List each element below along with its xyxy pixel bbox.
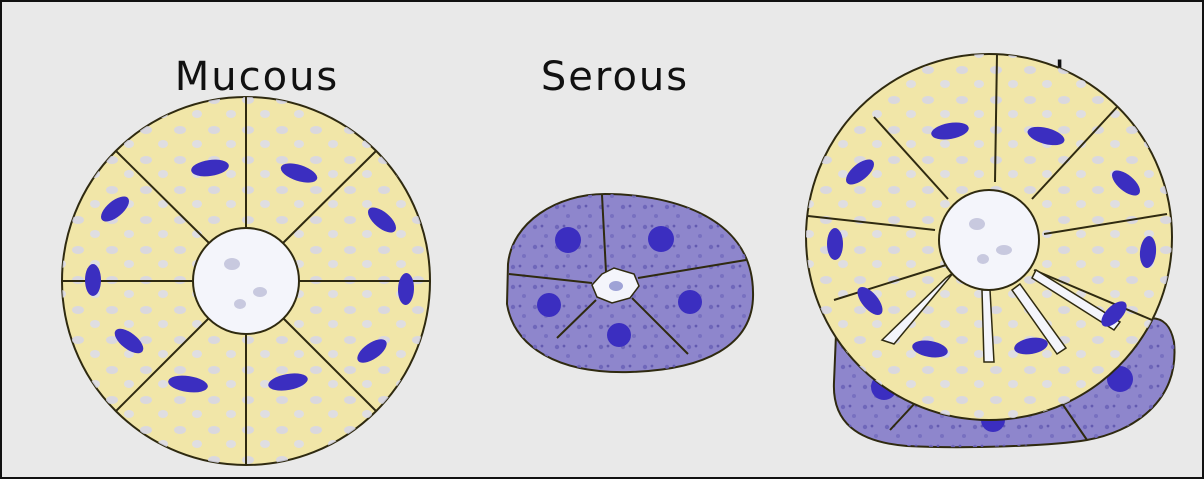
- lumen: [193, 228, 299, 334]
- lumen: [939, 190, 1039, 290]
- serous-acinus: [507, 194, 753, 372]
- mucous-acinus: [62, 97, 430, 465]
- mixed-acinus: [806, 54, 1175, 447]
